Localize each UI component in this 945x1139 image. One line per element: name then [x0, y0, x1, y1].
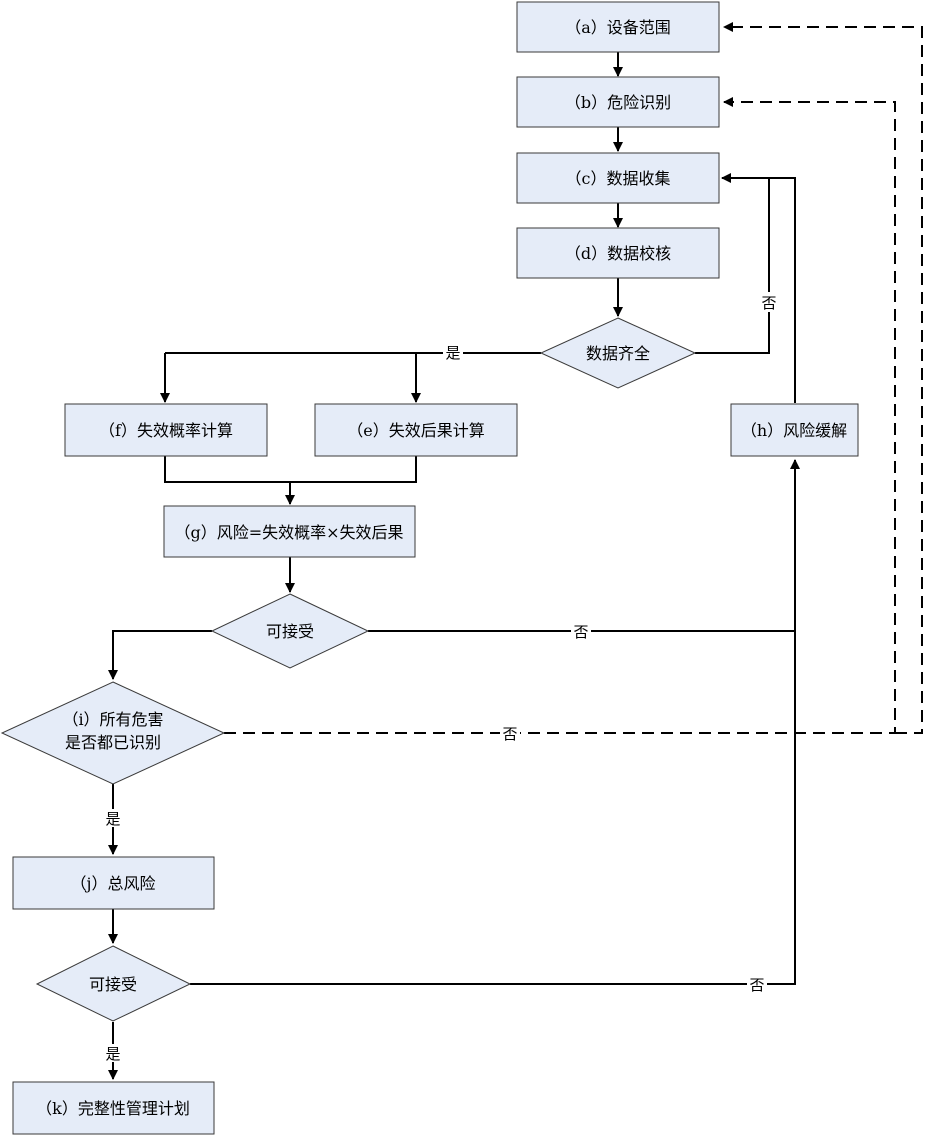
node-j: （j）总风险	[12, 856, 215, 910]
node-c-label: （c）数据收集	[566, 169, 671, 188]
node-e: （e）失效后果计算	[314, 403, 518, 457]
edge-h-c	[769, 177, 796, 403]
edge-i-no-a	[723, 22, 923, 734]
edge-labels: 是 否 否 否 是 否 是	[103, 292, 779, 1063]
node-d-label: （d）数据校核	[565, 244, 671, 263]
node-k: （k）完整性管理计划	[12, 1081, 215, 1135]
label-accept2-yes: 是	[105, 1045, 120, 1063]
decision-all-hazards-identified: （i）所有危害 是否都已识别	[0, 681, 226, 785]
node-j-label: （j）总风险	[71, 874, 156, 893]
decision-acceptable-1: 可接受	[210, 593, 370, 669]
edge-i-no-b	[224, 97, 896, 734]
label-complete-yes: 是	[445, 344, 460, 362]
decision-acceptable-2: 可接受	[35, 945, 192, 1022]
decision-data-complete-label: 数据齐全	[586, 344, 650, 363]
edge-accept2-no-h	[190, 459, 800, 985]
node-f: （f）失效概率计算	[64, 403, 268, 457]
node-e-label: （e）失效后果计算	[347, 421, 484, 440]
node-a: （a）设备范围	[516, 1, 720, 53]
node-h-label: （h）风险缓解	[741, 421, 847, 440]
label-accept1-no: 否	[573, 623, 588, 641]
node-c: （c）数据收集	[516, 152, 720, 204]
edge-fe-merge	[164, 456, 417, 483]
node-b: （b）危险识别	[516, 76, 720, 128]
node-a-label: （a）设备范围	[565, 18, 671, 37]
edge-accept1-yes-i	[108, 630, 212, 680]
node-g: （g）风险=失效概率×失效后果	[163, 505, 416, 558]
node-g-label: （g）风险=失效概率×失效后果	[174, 523, 403, 542]
decision-i-line2: 是否都已识别	[65, 733, 161, 752]
node-b-label: （b）危险识别	[565, 93, 671, 112]
decision-acceptable-2-label: 可接受	[89, 975, 137, 994]
decision-data-complete: 数据齐全	[539, 317, 697, 389]
label-accept2-no: 否	[749, 976, 764, 994]
edge-complete-no-c	[695, 173, 770, 354]
node-k-label: （k）完整性管理计划	[36, 1099, 190, 1118]
node-d: （d）数据校核	[516, 227, 720, 279]
decision-acceptable-1-label: 可接受	[266, 622, 314, 641]
node-h: （h）风险缓解	[730, 403, 859, 457]
label-i-yes: 是	[105, 810, 120, 828]
label-i-no: 否	[502, 725, 517, 743]
node-f-label: （f）失效概率计算	[99, 421, 233, 440]
connectors	[108, 22, 923, 1080]
decision-i-line1: （i）所有危害	[62, 710, 163, 729]
label-complete-no: 否	[761, 294, 776, 312]
